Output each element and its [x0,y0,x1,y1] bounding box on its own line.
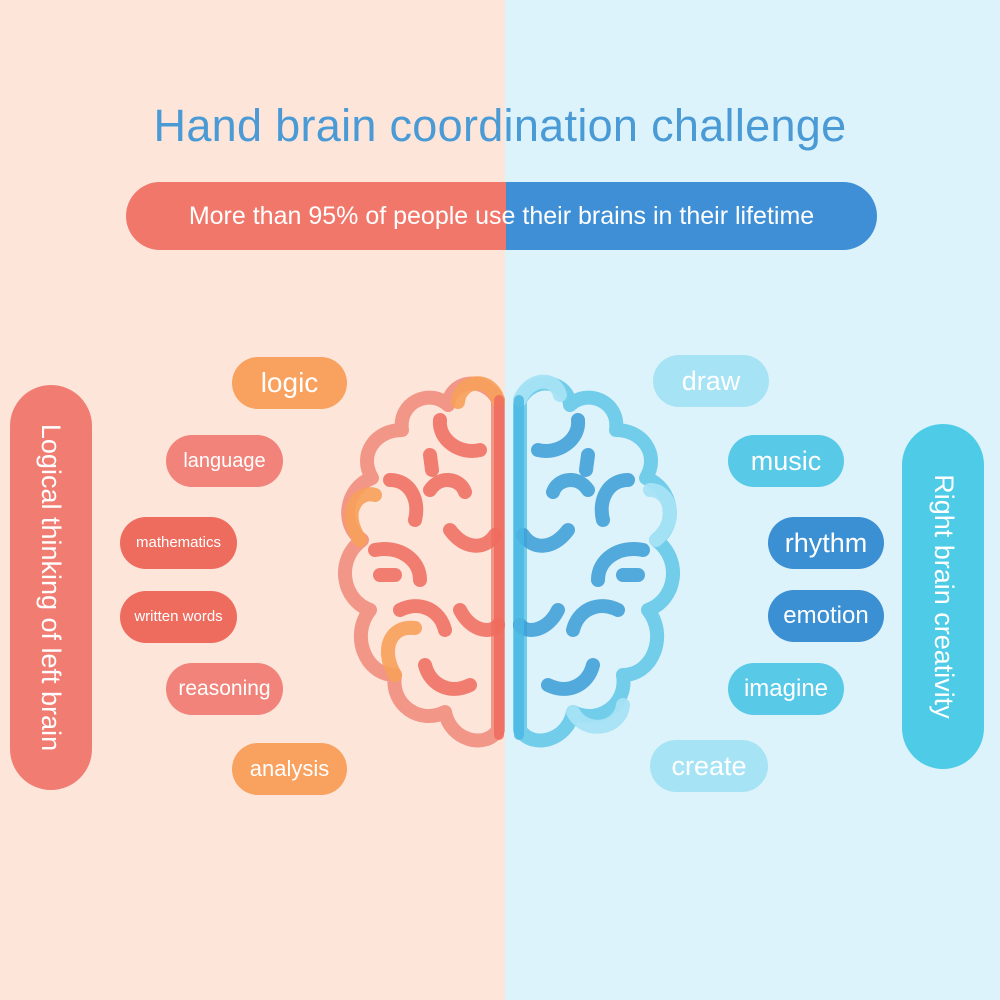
left-orange-lobe-top [451,376,505,409]
brain-illustration [338,374,680,748]
page-title: Hand brain coordination challenge [153,100,847,151]
right-fold-3 [546,473,595,499]
left-fold-4 [368,542,427,587]
banner: More than 95% of people use their brains… [126,182,877,250]
left-fold-5 [443,523,502,553]
pill-reasoning: reasoning [166,663,283,715]
left-fold-3 [423,473,472,499]
center-divider-left [494,395,504,740]
right-fold-1 [531,413,586,458]
right-fold-10 [579,448,595,477]
left-fold-10 [423,448,439,477]
center-divider-right [514,395,524,740]
pill-draw: draw [653,355,769,407]
left-orange-lobe-side [344,487,382,547]
right-fold-6 [566,599,625,637]
pill-imagine: imagine [728,663,844,715]
right-fold-2 [594,473,635,527]
right-light-lobe-top [513,374,567,407]
pill-written-words: written words [120,591,237,643]
pill-music: music [728,435,844,487]
left-fold-1 [432,413,487,458]
right-fold-5 [516,523,575,553]
left-brain-label-text: Logical thinking of left brain [36,423,67,752]
pill-rhythm: rhythm [768,517,884,569]
right-brain-label: Right brain creativity [902,424,984,769]
left-fold-8 [418,658,477,696]
left-orange-lobe-bottom [380,620,422,682]
pill-language: language [166,435,283,487]
pill-emotion: emotion [768,590,884,642]
right-fold-4 [591,542,650,587]
left-fold-2 [383,473,424,527]
pill-mathematics: mathematics [120,517,237,569]
left-brain-label: Logical thinking of left brain [10,385,92,790]
pill-analysis: analysis [232,743,347,795]
right-light-lobe-side [643,483,677,547]
pill-create: create [650,740,768,792]
right-brain-label-text: Right brain creativity [928,474,959,719]
pill-logic: logic [232,357,347,409]
left-fold-6 [393,599,452,637]
right-light-lobe-bottom [566,698,630,734]
right-fold-8 [541,658,600,696]
